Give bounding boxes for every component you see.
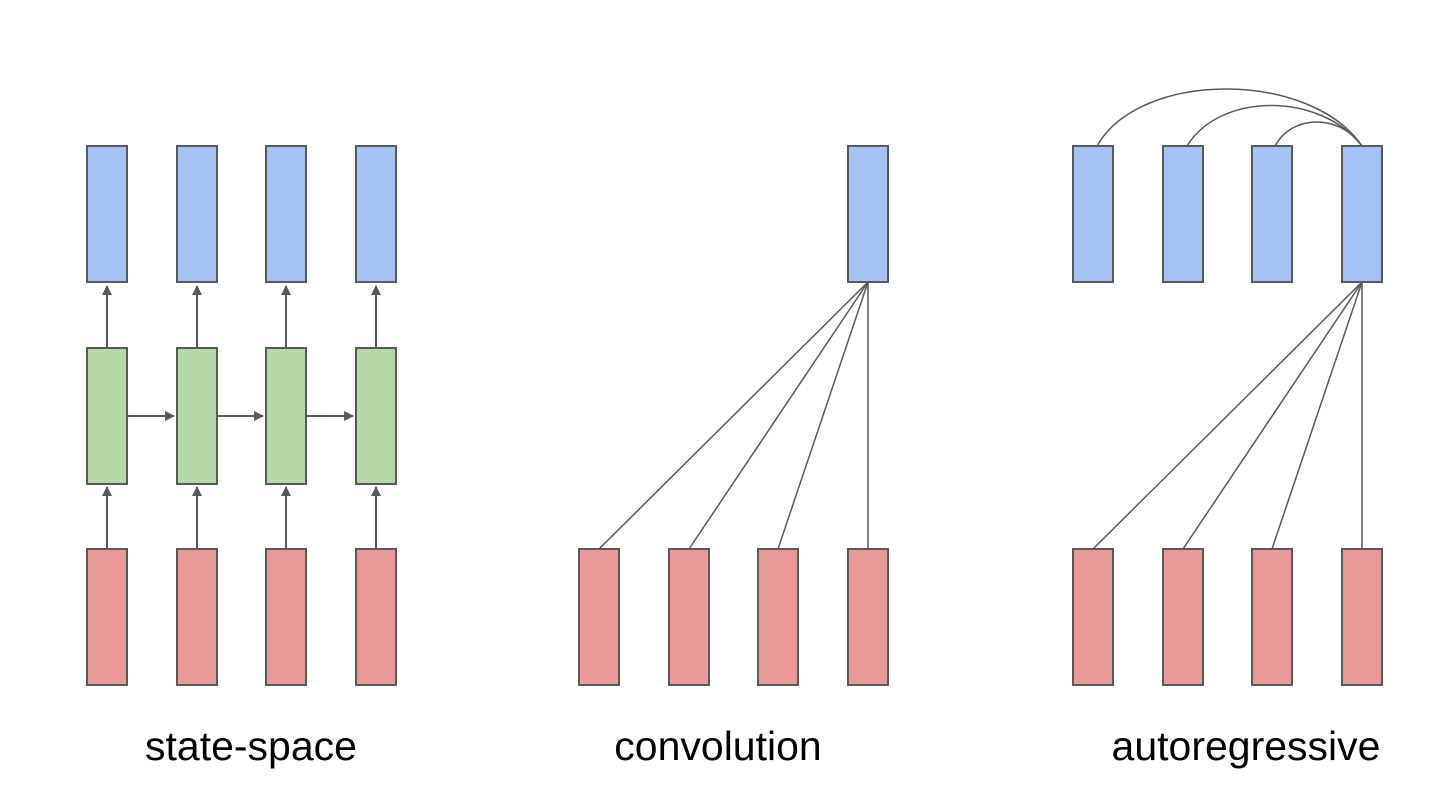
convolution-connections [598,281,869,550]
convolution-input-blocks [578,548,889,686]
input-block [176,548,218,686]
autoregressive-output-arcs [1096,88,1363,147]
input-block [668,548,710,686]
input-block [1341,548,1383,686]
autoregressive-input-connections [1092,281,1363,550]
state-space-output-arrows [102,285,381,347]
connection-line [1182,281,1363,550]
output-block [1341,145,1383,283]
panel-convolution: convolution [578,145,889,769]
output-block [86,145,128,283]
connection-line [598,281,869,550]
output-block [847,145,889,283]
state-space-input-blocks [86,548,397,686]
state-space-hidden-blocks [86,347,397,485]
connection-line [1271,281,1363,550]
hidden-state-block [265,347,307,485]
input-block [578,548,620,686]
hidden-state-block [355,347,397,485]
input-block [1251,548,1293,686]
caption-convolution: convolution [614,723,821,769]
state-space-input-arrows [102,486,381,548]
caption-autoregressive: autoregressive [1112,723,1381,769]
state-space-output-blocks [86,145,397,283]
arc-connection [1274,121,1363,147]
arc-connection [1186,104,1363,147]
input-block [355,548,397,686]
input-block [757,548,799,686]
connection-line [1092,281,1363,550]
input-block [1072,548,1114,686]
input-block [265,548,307,686]
autoregressive-input-blocks [1072,548,1383,686]
output-block [1162,145,1204,283]
hidden-state-block [86,347,128,485]
panel-state-space: state-space [86,145,397,769]
output-block [265,145,307,283]
output-block [176,145,218,283]
input-block [847,548,889,686]
output-block [355,145,397,283]
arc-connection [1096,88,1363,147]
hidden-state-block [176,347,218,485]
autoregressive-output-blocks [1072,145,1383,283]
output-block [1072,145,1114,283]
input-block [86,548,128,686]
connection-line [777,281,869,550]
connection-line [688,281,869,550]
input-block [1162,548,1204,686]
panel-autoregressive: autoregressive [1072,88,1383,769]
output-block [1251,145,1293,283]
caption-state-space: state-space [145,723,357,769]
